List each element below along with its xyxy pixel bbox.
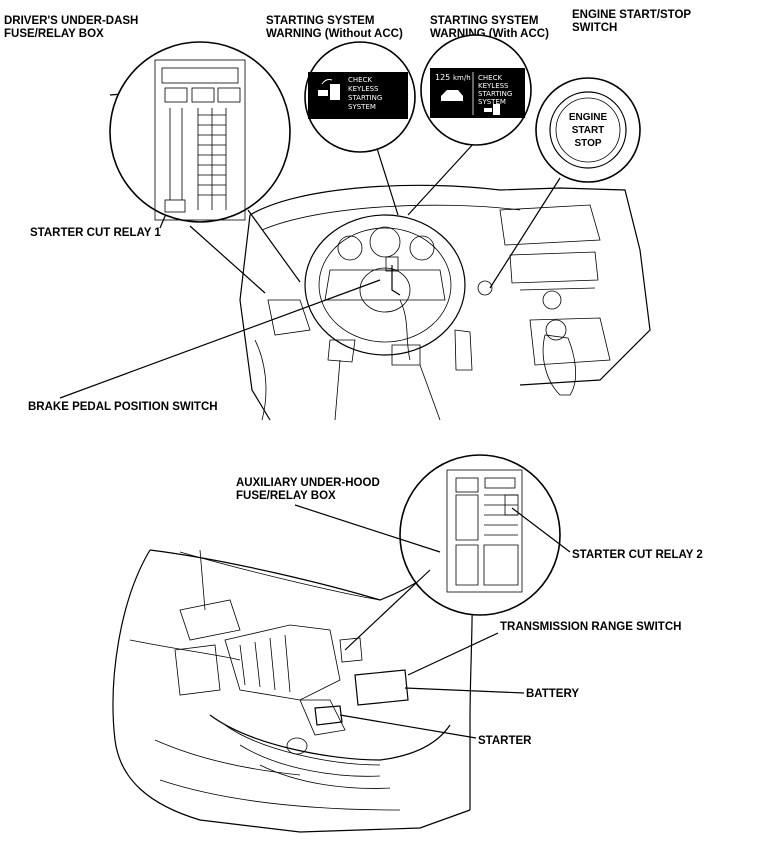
inset-drivers-fuse-box [109,41,291,223]
label-warning-without-acc-line1: STARTING SYSTEM [266,15,374,27]
label-battery: BATTERY [526,688,579,700]
screen2-line3: STARTING [478,90,512,98]
battery-shape [354,669,409,706]
screen2-unit: km/h [453,74,471,82]
key-icon [318,79,340,100]
screen2-speed: 125 [435,73,450,82]
inset-engine-start-stop: ENGINE START STOP [535,77,641,183]
car-icon [441,90,463,101]
screen2-line2: KEYLESS [478,82,509,90]
label-brake-pedal-switch: BRAKE PEDAL POSITION SWITCH [28,401,218,413]
label-transmission-range-switch: TRANSMISSION RANGE SWITCH [500,621,681,633]
screen1-line4: SYSTEM [348,103,376,111]
label-aux-fuse-box-line1: AUXILIARY UNDER-HOOD [236,477,380,489]
label-start-stop-switch-line1: ENGINE START/STOP [572,9,691,21]
button-line3: STOP [574,138,601,149]
key-icon [484,104,500,115]
label-starter-cut-relay-1: STARTER CUT RELAY 1 [30,227,161,239]
label-drivers-fuse-box-line2: FUSE/RELAY BOX [4,28,104,40]
leader-lines-bottom [294,504,571,739]
inset-warning-without-acc: CHECK KEYLESS STARTING SYSTEM [304,41,416,153]
inset-aux-fuse-box [399,454,561,616]
screen1-line2: KEYLESS [348,85,379,93]
screen1-line3: STARTING [348,94,382,102]
label-starter-cut-relay-2: STARTER CUT RELAY 2 [572,549,703,561]
label-starter: STARTER [478,735,532,747]
label-drivers-fuse-box-line1: DRIVER'S UNDER-DASH [4,15,138,27]
label-start-stop-switch-line2: SWITCH [572,22,617,34]
label-aux-fuse-box-line2: FUSE/RELAY BOX [236,490,336,502]
fuse-columns [169,108,227,210]
inset-warning-with-acc: 125 km/h CHECK KEYLESS STARTING SYSTEM [420,34,532,146]
label-warning-with-acc-line1: STARTING SYSTEM [430,15,538,27]
label-warning-without-acc-line2: WARNING (Without ACC) [266,28,403,40]
screen1-line1: CHECK [348,76,372,84]
button-line1: ENGINE [569,112,608,123]
screen2-line4: SYSTEM [478,98,506,106]
screen2-line1: CHECK [478,74,502,82]
dashboard-illustration [239,184,651,421]
engine-bay-illustration [112,544,473,833]
button-line2: START [572,125,605,136]
starter-shape [314,705,343,726]
